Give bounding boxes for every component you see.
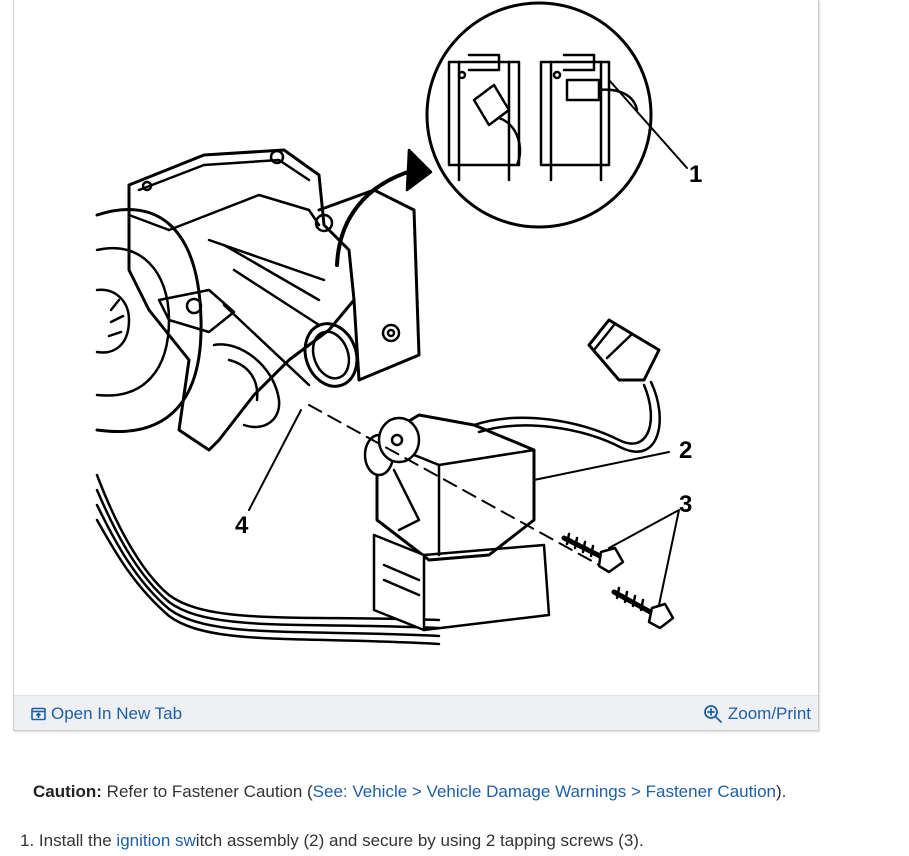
tapping-screw-lower (611, 586, 675, 630)
callout-4: 4 (235, 512, 249, 539)
curved-arrow (335, 168, 416, 267)
step-text: Install the (38, 831, 117, 850)
steering-column-housing (95, 208, 203, 433)
mounting-bracket (317, 188, 421, 382)
figure-toolbar: Open In New Tab Zoom/Print (14, 695, 818, 730)
callout-2: 2 (679, 437, 692, 464)
caution-label: Caution: (33, 782, 102, 801)
inset-connector-left (447, 53, 522, 182)
caution-text-end: ). (776, 782, 787, 801)
ignition-switch-link[interactable]: ignition sw (116, 831, 196, 850)
step-text-end: itch assembly (2) and secure by using 2 … (195, 831, 644, 850)
open-new-tab-icon (31, 707, 46, 721)
zoom-print-label: Zoom/Print (727, 704, 811, 723)
ignition-switch-assembly (363, 413, 551, 632)
step-number: 1. (20, 831, 35, 850)
callout-3: 3 (679, 491, 692, 518)
figure-container: 1 2 3 4 Open In New Tab (13, 0, 819, 731)
inset-connector-right (539, 53, 639, 182)
switch-wire (472, 383, 653, 445)
wire-connector (587, 318, 661, 382)
fastener-caution-link[interactable]: See: Vehicle > Vehicle Damage Warnings >… (312, 782, 777, 801)
caution-text: Refer to Fastener Caution ( (106, 782, 313, 801)
open-in-new-tab-link[interactable]: Open In New Tab (31, 704, 182, 724)
open-in-new-tab-label: Open In New Tab (51, 704, 183, 723)
zoom-print-link[interactable]: Zoom/Print (703, 704, 811, 724)
lock-housing (127, 148, 356, 452)
ignition-switch-diagram: 1 2 3 4 (95, 1, 702, 646)
zoom-in-icon (703, 704, 723, 724)
caution-note: Caution: Refer to Fastener Caution (See:… (33, 782, 786, 802)
callout-1: 1 (689, 161, 702, 188)
ribbon-cable (95, 473, 441, 622)
detail-inset-circle (425, 1, 653, 229)
step-1: 1. Install the ignition switch assembly … (20, 831, 644, 851)
tapping-screw-upper (561, 532, 625, 574)
